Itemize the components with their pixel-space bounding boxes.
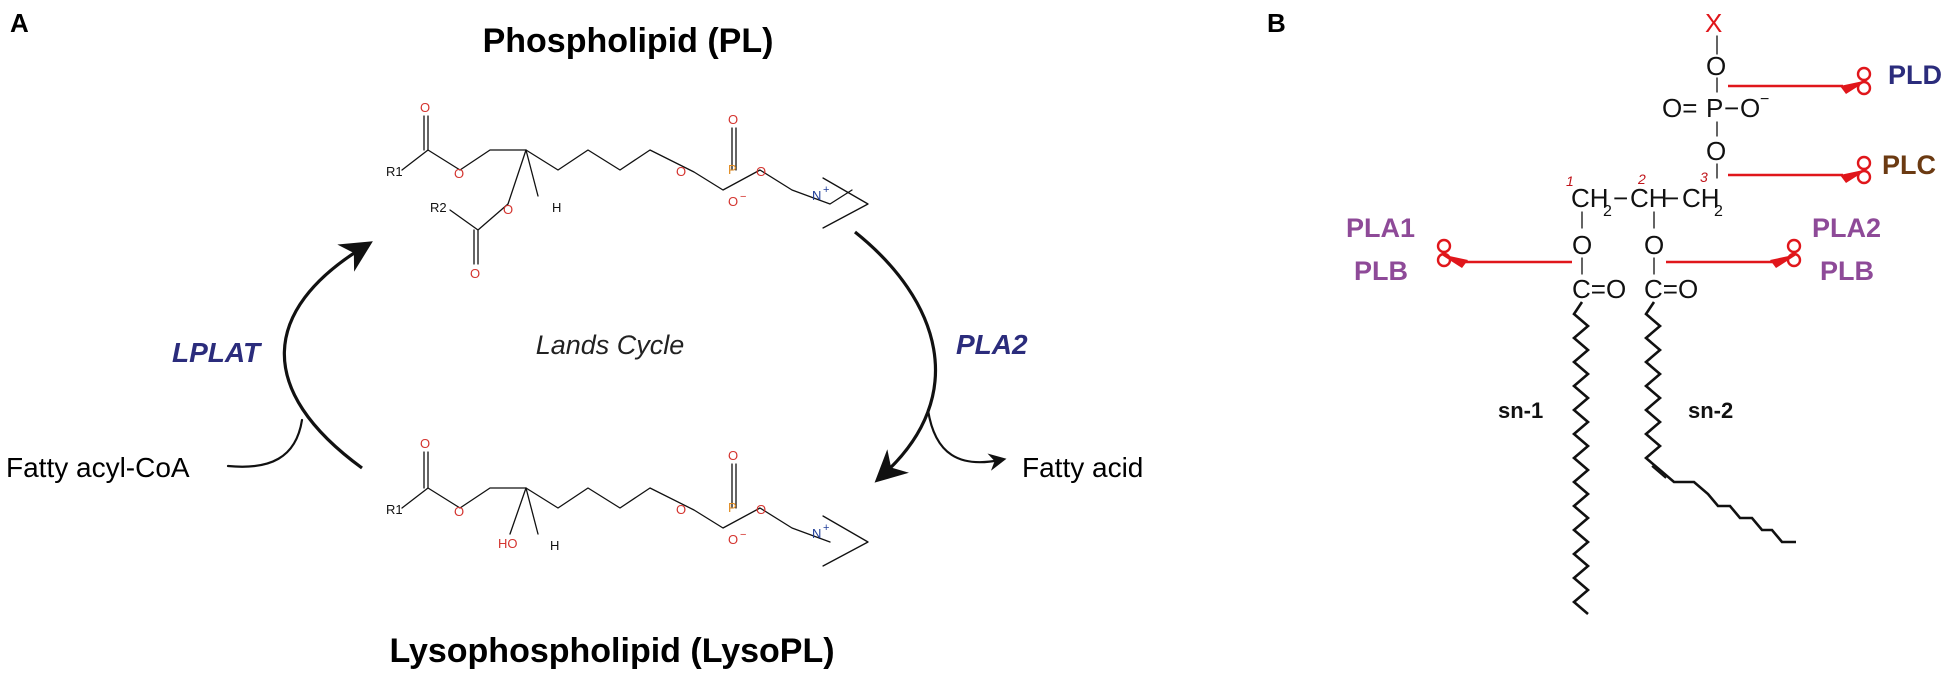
phosphate-charge-label-lyso: −	[740, 529, 746, 541]
sn2-cis-double-bond	[1651, 465, 1667, 479]
sn2-acyl-chain	[1644, 301, 1796, 544]
lysophospholipid-title: Lysophospholipid (LysoPL)	[389, 632, 834, 670]
h-label: H	[552, 200, 561, 215]
choline-oxygen-label-lyso: O	[756, 502, 766, 517]
phosphate-charge-label: −	[740, 191, 746, 203]
fatty-acyl-coa-feed-line	[226, 418, 304, 468]
sn2-ester-oxygen-label: O	[1644, 230, 1664, 260]
ammonium-nitrogen-label-lyso: N	[812, 526, 821, 541]
carbon-3-number: 3	[1700, 169, 1708, 185]
phosphate-charge-label-b: −	[1760, 91, 1769, 108]
ch2-subscript-1: 2	[1603, 203, 1612, 220]
phosphate-oxygen-label-lyso: O	[676, 502, 686, 517]
pld-label: PLD	[1888, 60, 1942, 90]
pla2-label: PLA2	[1812, 213, 1881, 243]
plc-label: PLC	[1882, 150, 1936, 180]
ch2-group-3: CH	[1682, 183, 1720, 213]
pld-oxygen-label: O	[1706, 51, 1726, 81]
pla2-enzyme-label: PLA2	[956, 329, 1028, 360]
carbon-1-number: 1	[1566, 173, 1574, 189]
plb-label-left: PLB	[1354, 256, 1408, 286]
h-label-lyso: H	[550, 538, 559, 553]
phosphate-right-oxygen-label: O	[1740, 93, 1760, 123]
lysophospholipid-structure: R1 O O HO H O O P O − O N +	[386, 436, 869, 567]
x-group-label: X	[1705, 8, 1722, 38]
lplat-enzyme-label: LPLAT	[172, 337, 263, 368]
ch2-subscript-3: 2	[1714, 203, 1723, 220]
phospholipid-title: Phospholipid (PL)	[483, 22, 774, 60]
sn1-ester-oxygen-label: O	[1572, 230, 1592, 260]
sn2-label: sn-2	[1688, 398, 1733, 423]
fatty-acyl-coa-label: Fatty acyl-CoA	[6, 452, 190, 483]
phosphate-dash: −	[1724, 93, 1739, 123]
ammonium-nitrogen-label: N	[812, 188, 821, 203]
backbone-dash-2: −	[1664, 183, 1679, 213]
phosphate-top-oxygen-label-lyso: O	[728, 448, 738, 463]
carbonyl-oxygen-label: O	[420, 100, 430, 115]
ammonium-charge-label: +	[823, 184, 829, 196]
ch2-group-1: CH	[1571, 183, 1609, 213]
lplat-arrow	[282, 241, 373, 470]
lands-cycle-label: Lands Cycle	[536, 330, 685, 360]
hydroxyl-label: HO	[498, 536, 518, 551]
carbon-2-number: 2	[1637, 171, 1646, 187]
panel-a: A Phospholipid (PL) Lysophospholipid (Ly…	[6, 8, 1143, 670]
ester-oxygen-label-lyso: O	[454, 504, 464, 519]
r2-label: R2	[430, 200, 447, 215]
phosphorus-label: P	[728, 162, 737, 177]
sn2-oxygen-label: O	[503, 202, 513, 217]
fatty-acid-release-arrow	[926, 408, 1007, 471]
r1-label-lyso: R1	[386, 502, 403, 517]
ester-oxygen-label: O	[454, 166, 464, 181]
sn1-acyl-chain	[1572, 301, 1590, 615]
plc-scissors-icon	[1840, 155, 1872, 185]
phosphate-minus-oxygen-label: O	[728, 194, 738, 209]
sn1-label: sn-1	[1498, 398, 1543, 423]
panel-b: B X O O= P − O − O 1 2 3 CH 2 − CH − CH …	[1267, 8, 1942, 615]
backbone-dash-1: −	[1613, 183, 1628, 213]
plc-oxygen-label: O	[1706, 136, 1726, 166]
phosphate-top-oxygen-label: O	[728, 112, 738, 127]
pla1-scissors-icon	[1436, 238, 1468, 268]
sn2-carbonyl-oxygen-label: O	[470, 266, 480, 281]
choline-oxygen-label: O	[756, 164, 766, 179]
phosphate-minus-oxygen-label-lyso: O	[728, 532, 738, 547]
fatty-acid-label: Fatty acid	[1022, 452, 1143, 483]
panel-b-letter: B	[1267, 8, 1286, 38]
plb-label-right: PLB	[1820, 256, 1874, 286]
panel-a-letter: A	[10, 8, 29, 38]
pla1-label: PLA1	[1346, 213, 1415, 243]
ch-group-2: CH	[1630, 183, 1668, 213]
pla2-scissors-icon	[1770, 238, 1802, 268]
sn2-carbonyl-label: C=O	[1644, 274, 1698, 304]
r1-label: R1	[386, 164, 403, 179]
ammonium-charge-label-lyso: +	[823, 522, 829, 534]
phosphorus-label-b: P	[1706, 93, 1723, 123]
sn1-carbonyl-label: C=O	[1572, 274, 1626, 304]
phosphate-oxygen-label: O	[676, 164, 686, 179]
carbonyl-oxygen-label-lyso: O	[420, 436, 430, 451]
pld-scissors-icon	[1840, 66, 1872, 96]
phosphate-left-oxygen-label: O=	[1662, 93, 1697, 123]
phospholipid-structure: R1 O O O R2 O H O O P O − O N +	[386, 100, 869, 281]
phosphorus-label-lyso: P	[728, 500, 737, 515]
pla2-arrow	[853, 230, 938, 483]
